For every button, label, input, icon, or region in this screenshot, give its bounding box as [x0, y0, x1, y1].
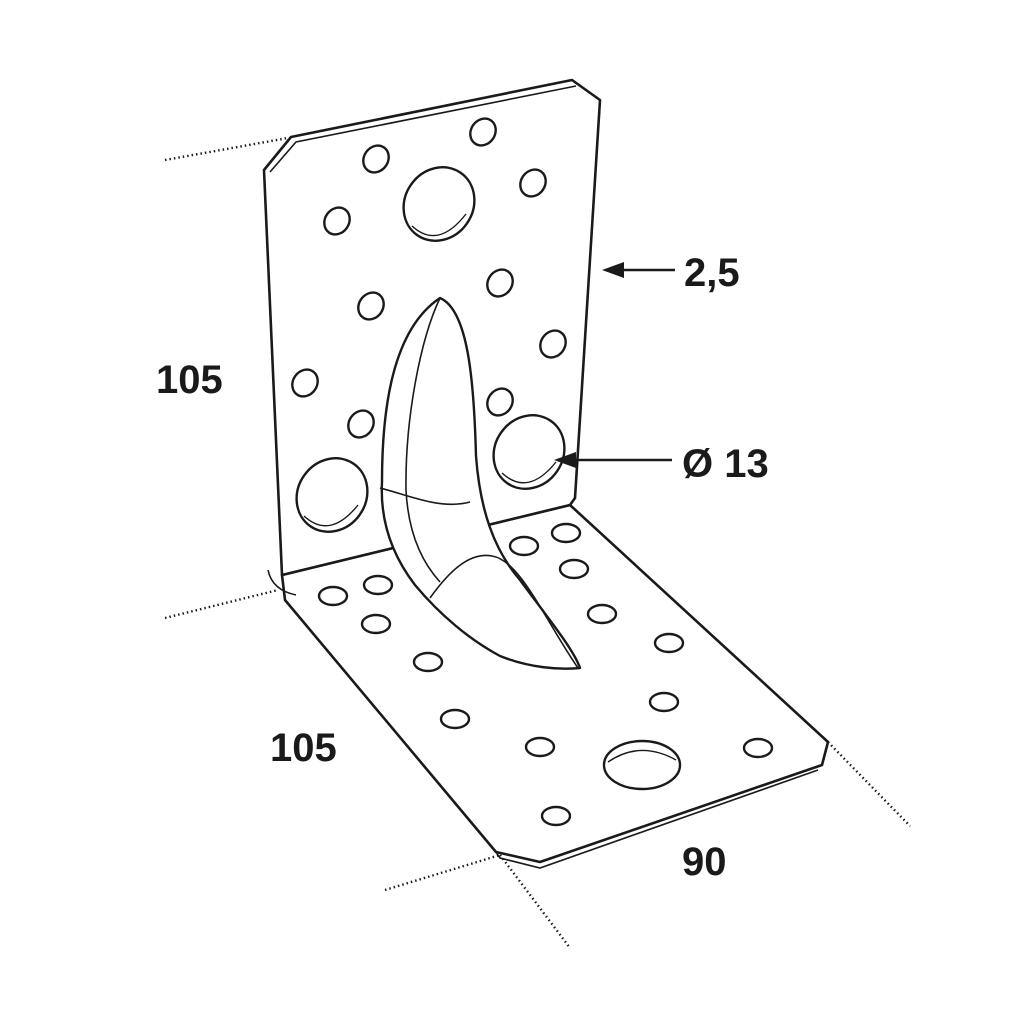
- base-flange: [280, 503, 830, 864]
- hole: [412, 651, 444, 673]
- hole: [323, 206, 351, 236]
- hole: [586, 603, 618, 625]
- large-hole-inner-edge: [607, 749, 677, 763]
- extension-line-bottom-left: [384, 853, 501, 892]
- large-hole-inner-edge: [411, 213, 467, 237]
- hole: [550, 522, 582, 544]
- large-hole: [402, 166, 476, 242]
- large-hole-inner-edge: [501, 461, 557, 484]
- extension-line-right: [827, 741, 911, 827]
- extension-line-top: [164, 136, 289, 162]
- hole-callout: [554, 452, 672, 468]
- extension-line-bottom-down: [499, 854, 571, 949]
- base-flange-holes: [317, 522, 774, 827]
- base-flange-thickness-edge: [495, 769, 819, 869]
- hole: [539, 329, 567, 359]
- hole-diameter-label: Ø 13: [682, 442, 769, 486]
- hole: [508, 535, 540, 557]
- hole: [362, 144, 390, 174]
- hole: [524, 736, 556, 758]
- hole: [558, 558, 590, 580]
- hole: [648, 691, 680, 713]
- rib-ridge: [405, 297, 441, 583]
- hole: [439, 708, 471, 730]
- width-dimension-label: 90: [682, 840, 727, 884]
- hole: [742, 737, 774, 759]
- hole: [469, 117, 497, 147]
- large-hole-inner-edge: [303, 504, 359, 527]
- hole: [360, 613, 392, 635]
- height-dimension-label: 105: [156, 358, 223, 402]
- large-hole: [602, 739, 682, 791]
- vertical-flange-thickness-edge: [269, 85, 577, 173]
- hole: [519, 168, 547, 198]
- hole: [347, 409, 375, 439]
- hole: [653, 632, 685, 654]
- hole: [362, 574, 394, 596]
- extension-line-bend: [164, 588, 279, 620]
- hole: [317, 585, 349, 607]
- hole: [291, 368, 319, 398]
- thickness-callout: [602, 262, 675, 278]
- rib-base-crease: [429, 554, 579, 669]
- extension-lines: [164, 136, 911, 949]
- hole: [486, 268, 514, 298]
- thickness-arrow-head: [602, 262, 624, 278]
- hole: [357, 291, 385, 321]
- large-hole-13: [492, 414, 566, 490]
- hole-arrow-head: [554, 452, 576, 468]
- hole: [540, 805, 572, 827]
- thickness-dimension-label: 2,5: [684, 251, 740, 295]
- rib-bend-crease: [379, 487, 471, 506]
- depth-dimension-label: 105: [270, 726, 337, 770]
- hole: [486, 387, 514, 417]
- bend-line: [267, 569, 297, 596]
- vertical-flange-holes: [291, 117, 567, 533]
